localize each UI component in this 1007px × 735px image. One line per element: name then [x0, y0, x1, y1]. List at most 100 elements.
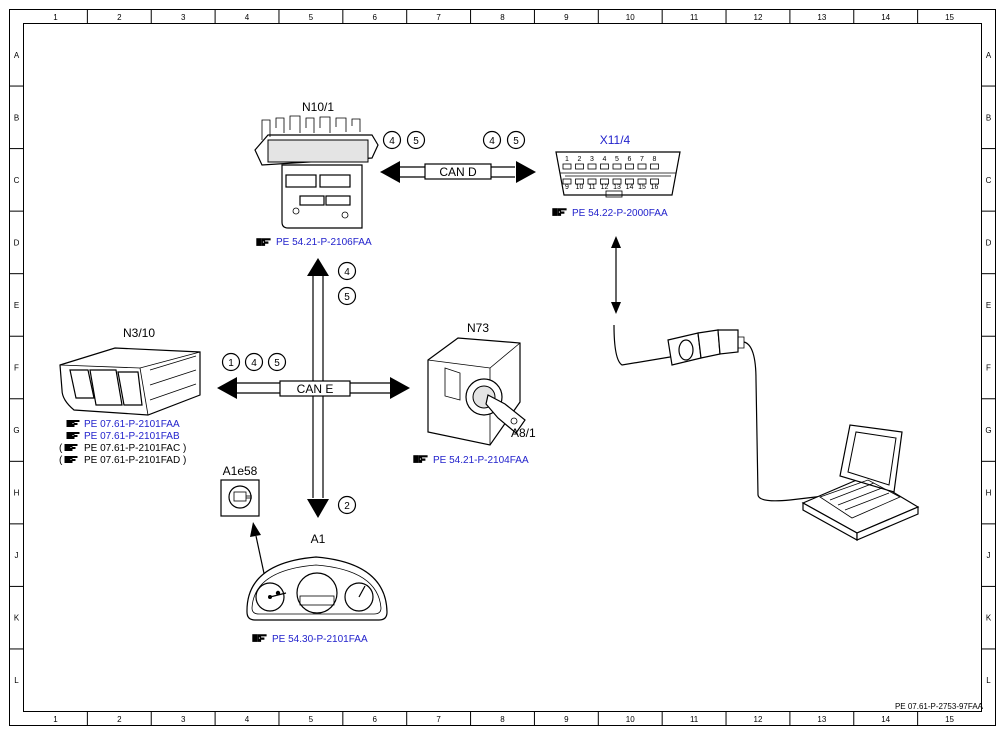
grid-label: 10	[626, 715, 635, 724]
grid-label: 6	[373, 13, 378, 22]
grid-label: 4	[245, 715, 250, 724]
pin-contact	[562, 178, 572, 185]
pointing-hand-icon	[552, 208, 567, 216]
pin-number: 1	[565, 156, 569, 163]
grid-label: F	[986, 364, 991, 373]
pin-number: 14	[626, 184, 634, 191]
grid-label: J	[15, 551, 19, 560]
laptop-icon	[801, 424, 920, 542]
can-d-left-circles: 4 5	[382, 130, 426, 150]
pin-number: 12	[601, 184, 609, 191]
grid-label: 6	[373, 715, 378, 724]
grid-label: D	[14, 238, 20, 247]
n3-10-ref-4: PE 07.61-P-2101FAD	[84, 455, 180, 466]
pin-contact	[562, 163, 572, 170]
a1-label: A1	[311, 532, 326, 546]
grid-label: 8	[500, 715, 505, 724]
can-e-arrow-left	[217, 377, 237, 399]
svg-text:): )	[183, 443, 186, 454]
grid-label: C	[14, 176, 20, 185]
n73-label: N73	[467, 321, 489, 335]
grid-label: 9	[564, 715, 569, 724]
circled-number-icon: 5	[344, 292, 350, 303]
n3-10-ref-3: PE 07.61-P-2101FAC	[84, 443, 180, 454]
grid-label: 1	[53, 715, 58, 724]
inner-frame	[23, 23, 982, 712]
pin-number: 4	[603, 156, 607, 163]
pointing-hand-icon	[252, 634, 267, 642]
circled-number-icon: 4	[344, 267, 350, 278]
x11-4-ref: PE 54.22-P-2000FAA	[552, 208, 668, 219]
pin-number: 5	[615, 156, 619, 163]
grid-label: C	[986, 176, 992, 185]
grid-label: 4	[245, 13, 250, 22]
can-d-arrow-right	[516, 161, 536, 183]
pin-number: 11	[588, 184, 595, 191]
n3-10-ref-2: PE 07.61-P-2101FAB	[84, 431, 180, 442]
svg-text:(: (	[59, 455, 63, 466]
grid-label: 13	[817, 13, 826, 22]
circled-number-icon: 1	[228, 358, 234, 369]
grid-label: 13	[817, 715, 826, 724]
can-e-label-box	[279, 380, 351, 397]
grid-label: 14	[881, 13, 890, 22]
can-d-label-box	[424, 163, 492, 180]
pin-number: 8	[653, 156, 657, 163]
pin-number: 3	[590, 156, 594, 163]
pin-contact	[650, 163, 659, 170]
grid-label: 11	[690, 13, 699, 22]
grid-label: B	[986, 113, 991, 122]
n10-1-label: N10/1	[302, 100, 334, 114]
circled-number-icon: 5	[274, 358, 280, 369]
can-e-arrow-down	[307, 499, 329, 518]
diagnostic-link	[611, 236, 621, 314]
pointing-hand-icon	[256, 238, 271, 246]
grid-label: F	[14, 364, 19, 373]
grid-label: 3	[181, 13, 186, 22]
grid-label: 11	[690, 715, 699, 724]
x11-4-label: X11/4	[600, 133, 631, 147]
grid-label: 15	[945, 715, 954, 724]
grid-label: 7	[436, 13, 441, 22]
pin-contact	[575, 178, 584, 185]
grid-label: 5	[309, 715, 314, 724]
grid-label: B	[14, 113, 19, 122]
n73-ref: PE 54.21-P-2104FAA	[413, 455, 529, 466]
n10-1-ref-text: PE 54.21-P-2106FAA	[276, 237, 372, 248]
pin-contact	[637, 163, 647, 170]
grid-label: 3	[181, 715, 186, 724]
a1-ref: PE 54.30-P-2101FAA	[252, 634, 368, 645]
pointing-hand-icon	[64, 444, 78, 451]
grid-label: G	[13, 426, 19, 435]
svg-text:(: (	[59, 443, 63, 454]
grid-label: 15	[945, 13, 954, 22]
pin-contact	[575, 163, 584, 170]
pin-contact	[612, 163, 622, 170]
grid-label: 7	[436, 715, 441, 724]
pin-number: 15	[638, 184, 646, 191]
x11-4-ref-text: PE 54.22-P-2000FAA	[572, 208, 668, 219]
pin-number: 13	[613, 184, 621, 191]
grid-label: E	[14, 301, 19, 310]
a1e58-indicator: A1e58	[220, 464, 260, 517]
grid-label: G	[985, 426, 991, 435]
grid-label: K	[986, 614, 992, 623]
can-d-right-circles: 4 5	[482, 130, 526, 150]
can-d-label: CAN D	[439, 165, 477, 179]
grid-label: A	[14, 51, 20, 60]
circled-number-icon: 2	[344, 501, 350, 512]
can-e-arrow-up	[307, 258, 329, 276]
grid-label: D	[986, 238, 992, 247]
can-e-left-circles: 1 4 5	[221, 352, 287, 372]
outer-frame	[9, 9, 996, 726]
n3-10-module: N3/10	[59, 326, 201, 416]
pin-contact	[637, 178, 647, 185]
pointing-hand-icon	[66, 420, 80, 427]
pin-number: 2	[578, 156, 582, 163]
n10-1-ref: PE 54.21-P-2106FAA	[256, 237, 372, 248]
diagnostic-plug	[613, 324, 825, 502]
